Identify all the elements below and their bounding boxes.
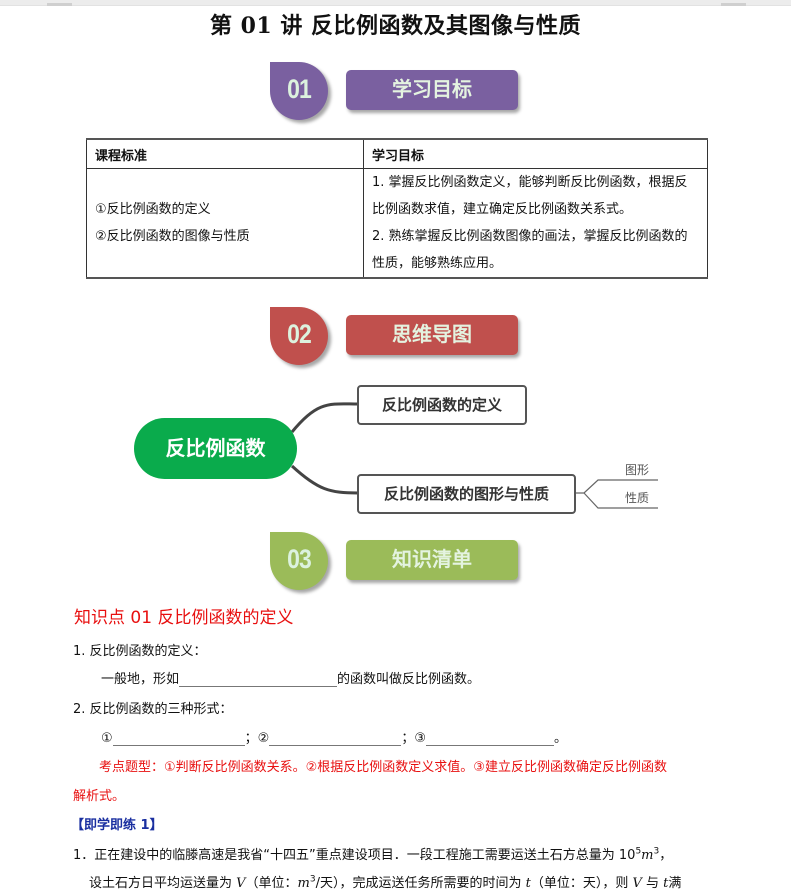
page-corner-mark-left bbox=[47, 3, 72, 6]
exam-types-line2: 解析式。 bbox=[73, 789, 126, 804]
section-number: 03 bbox=[287, 544, 312, 574]
section-number: 02 bbox=[287, 319, 312, 349]
section-number-badge bbox=[270, 532, 328, 590]
standard-item: ①反比例函数的定义 bbox=[95, 202, 211, 217]
section-title: 知识清单 bbox=[346, 540, 518, 580]
unit-exponent: 3 bbox=[653, 846, 660, 857]
mind-map-root: 反比例函数 bbox=[134, 418, 297, 479]
form-marker-2: ；② bbox=[244, 731, 270, 746]
goals-cell: 1. 掌握反比例函数定义，能够判断反比例函数，根据反 比例函数求值，建立确定反比… bbox=[363, 168, 708, 279]
section-number: 01 bbox=[287, 74, 312, 104]
text: （单位：天），则 bbox=[530, 876, 633, 891]
variable-t: t bbox=[525, 876, 531, 891]
forms-line: ① ；② ；③ 。 bbox=[101, 727, 567, 746]
mind-map-branch-definition: 反比例函数的定义 bbox=[357, 385, 527, 425]
value-base: 10 bbox=[618, 848, 636, 863]
definition-prefix: 一般地，形如 bbox=[101, 672, 180, 687]
problem-line2: 设土石方日平均运送量为 V（单位：m3/天），完成运送任务所需要的时间为 t（单… bbox=[89, 872, 681, 891]
standard-item: ②反比例函数的图像与性质 bbox=[95, 229, 250, 244]
standards-cell: ①反比例函数的定义 ②反比例函数的图像与性质 bbox=[86, 168, 364, 279]
section-number-badge bbox=[270, 62, 328, 120]
page-corner-mark-right bbox=[721, 3, 746, 6]
objectives-table: 课程标准 学习目标 ①反比例函数的定义 ②反比例函数的图像与性质 1. 掌握反比… bbox=[86, 138, 708, 279]
mind-map-leaf-graph: 图形 bbox=[625, 463, 650, 477]
form-marker-3: ；③ bbox=[401, 731, 426, 746]
form-end: 。 bbox=[553, 731, 567, 746]
text: /天），完成运送任务所需要的时间为 bbox=[315, 876, 526, 891]
item2-heading: 2. 反比例函数的三种形式： bbox=[73, 702, 233, 717]
unit: m bbox=[297, 876, 310, 891]
form-blank-2[interactable] bbox=[269, 731, 402, 746]
table-header-standard: 课程标准 bbox=[86, 138, 364, 169]
definition-blank[interactable] bbox=[179, 672, 338, 687]
item1-heading: 1. 反比例函数的定义： bbox=[73, 644, 207, 659]
punctuation: ， bbox=[659, 848, 673, 863]
form-blank-3[interactable] bbox=[425, 731, 554, 746]
page-gap-bar bbox=[0, 0, 791, 6]
item1-definition-line: 一般地，形如 的函数叫做反比例函数。 bbox=[101, 668, 480, 687]
section-header-mind-map: 02 思维导图 bbox=[270, 307, 530, 369]
text: 设土石方日平均运送量为 bbox=[89, 876, 237, 891]
mind-map-leaf-properties: 性质 bbox=[625, 491, 650, 505]
section-title: 思维导图 bbox=[346, 315, 518, 355]
problem-line1: 1．正在建设中的临滕高速是我省“十四五”重点建设项目．一段工程施工需要运送土石方… bbox=[73, 844, 672, 863]
exam-types-line1: 考点题型：①判断反比例函数关系。②根据反比例函数定义求值。③建立反比例函数确定反… bbox=[99, 760, 667, 775]
form-blank-1[interactable] bbox=[112, 731, 245, 746]
section-header-knowledge-list: 03 知识清单 bbox=[270, 532, 530, 594]
problem-text: 正在建设中的临滕高速是我省“十四五”重点建设项目．一段工程施工需要运送土石方总量… bbox=[94, 848, 619, 863]
section-title: 学习目标 bbox=[346, 70, 518, 110]
goal-line: 比例函数求值，建立确定反比例函数关系式。 bbox=[372, 202, 633, 217]
form-marker-1: ① bbox=[101, 731, 113, 746]
section-number-badge bbox=[270, 307, 328, 365]
goal-line: 性质，能够熟练应用。 bbox=[372, 256, 503, 271]
variable-V: V bbox=[236, 876, 246, 891]
variable-t: t bbox=[663, 876, 669, 891]
unit: m bbox=[641, 848, 654, 863]
text: （单位： bbox=[245, 876, 298, 891]
section-header-learning-goals: 01 学习目标 bbox=[270, 62, 530, 124]
goal-line: 2. 熟练掌握反比例函数图像的画法，掌握反比例函数的 bbox=[372, 229, 688, 244]
document-title: 第 01 讲 反比例函数及其图像与性质 bbox=[209, 13, 582, 39]
variable-V: V bbox=[632, 876, 642, 891]
value-exponent: 5 bbox=[635, 846, 642, 857]
mind-map-branch-graph-properties: 反比例函数的图形与性质 bbox=[357, 474, 576, 514]
text: 满 bbox=[668, 876, 682, 891]
practice-heading: 【即学即练 1】 bbox=[71, 818, 163, 833]
problem-number: 1． bbox=[73, 848, 95, 863]
knowledge-point-title: 知识点 01 反比例函数的定义 bbox=[74, 608, 294, 628]
definition-suffix: 的函数叫做反比例函数。 bbox=[337, 672, 481, 687]
unit-exponent: 3 bbox=[309, 874, 316, 885]
text: 与 bbox=[641, 876, 664, 891]
goal-line: 1. 掌握反比例函数定义，能够判断反比例函数，根据反 bbox=[372, 175, 688, 190]
